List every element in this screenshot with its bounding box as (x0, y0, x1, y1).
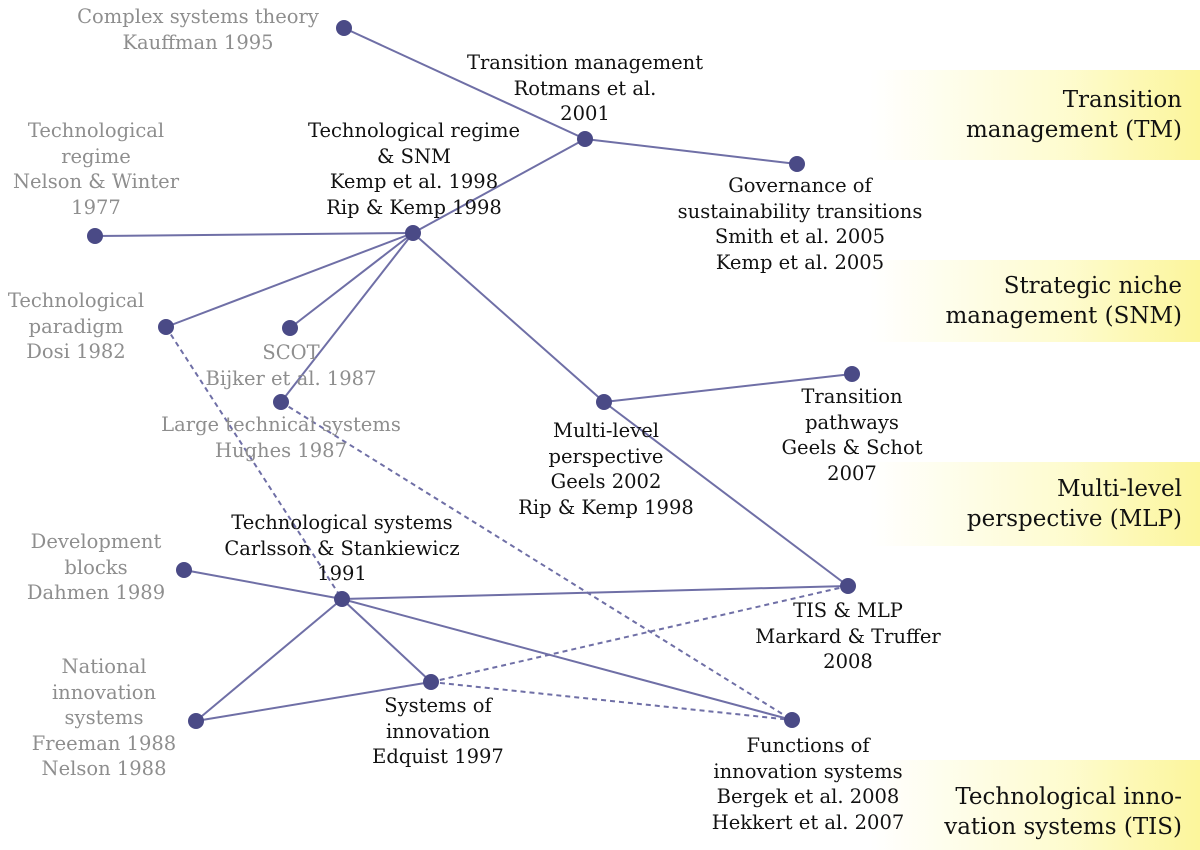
edge-nis-soi (195, 681, 432, 722)
node-dot-devblocks (176, 562, 192, 578)
node-dot-mlp2002 (596, 394, 612, 410)
node-dot-techsys (334, 591, 350, 607)
edge-tm2001-tr_snm (412, 138, 586, 234)
edge-scot-tr_snm (289, 232, 414, 329)
node-dot-scot (282, 320, 298, 336)
edge-tm2001-governance (584, 138, 798, 165)
edge-techsys-tismlp (341, 585, 849, 600)
edge-mlp2002-tismlp (603, 401, 849, 587)
node-dot-functions (784, 712, 800, 728)
node-dot-tismlp (840, 578, 856, 594)
node-dot-governance (789, 156, 805, 172)
edge-tr_nw-tr_snm (94, 232, 414, 237)
edge-mlp2002-pathways (603, 373, 853, 403)
node-dot-tm2001 (577, 131, 593, 147)
node-dot-complex (336, 20, 352, 36)
edge-complex-tm2001 (343, 27, 586, 140)
node-dot-tr_nw (87, 228, 103, 244)
node-dot-tr_snm (405, 225, 421, 241)
edge-lts-tr_snm (280, 232, 414, 403)
edge-devblocks-techsys (183, 569, 343, 600)
edge-paradigm-tr_snm (165, 232, 414, 328)
band-mlp (870, 462, 1200, 546)
node-dot-lts (273, 394, 289, 410)
edge-techsys-functions (341, 598, 793, 721)
node-dot-nis (188, 713, 204, 729)
edge-techsys-nis (195, 598, 343, 722)
band-tis (870, 760, 1200, 850)
edge-techsys-soi (341, 598, 432, 683)
edge-soi-functions (430, 681, 793, 721)
node-dot-pathways (844, 366, 860, 382)
band-snm (870, 260, 1200, 342)
edge-tr_snm-mlp2002 (412, 232, 605, 403)
category-label-tis: Technological inno-vation systems (TIS) (944, 784, 1182, 840)
node-dot-soi (423, 674, 439, 690)
band-tm (870, 70, 1200, 160)
edge-lts-functions (280, 401, 793, 721)
node-dot-paradigm (158, 319, 174, 335)
